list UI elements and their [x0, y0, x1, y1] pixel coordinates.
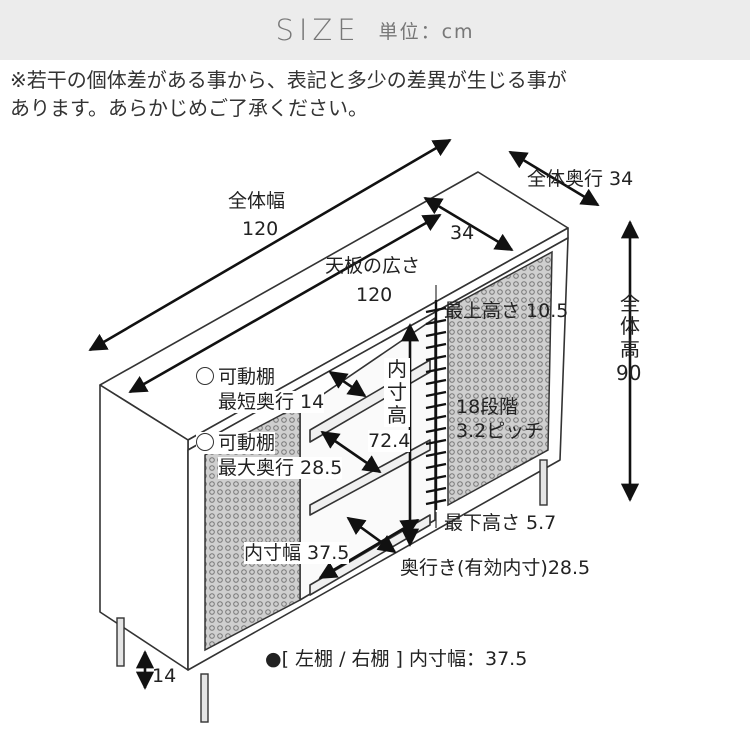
side-shelf-note: ●[ 左棚 / 右棚 ] 内寸幅：37.5 — [265, 648, 528, 670]
overall-height-label: 全 体 高 — [617, 292, 643, 361]
circle-marker-icon — [196, 433, 214, 451]
leg-height-value: 14 — [152, 665, 177, 687]
overall-height-char-1: 全 — [620, 291, 640, 315]
disclaimer-note: ※若干の個体差がある事から、表記と多少の差異が生じる事が あります。あらかじめご… — [10, 66, 740, 122]
inner-height-value: 72.4 — [368, 430, 411, 452]
max-shelf-title-text: 可動棚 — [218, 432, 276, 454]
top-width-label: 天板の広さ — [325, 255, 421, 277]
top-width-value: 120 — [356, 284, 393, 306]
pin-steps-line-2: 3.2ピッチ — [456, 420, 544, 442]
inner-height-char-2: 寸 — [387, 380, 407, 404]
disclaimer-line-1: ※若干の個体差がある事から、表記と多少の差異が生じる事が — [10, 68, 567, 92]
overall-depth-label: 全体奥行 34 — [527, 168, 634, 190]
right-mesh-door — [447, 250, 553, 507]
overall-width-label: 全体幅 — [228, 190, 286, 212]
min-shelf-title: 可動棚 — [196, 366, 276, 388]
top-height-label: 最上高さ 10.5 — [444, 300, 569, 322]
min-shelf-title-text: 可動棚 — [218, 366, 276, 388]
inner-height-char-1: 内 — [387, 357, 407, 381]
max-shelf-depth: 最大奥行 28.5 — [218, 457, 343, 479]
max-shelf-title: 可動棚 — [196, 432, 276, 454]
pin-steps-line-1: 18段階 — [456, 396, 519, 418]
inner-width-label: 内寸幅 37.5 — [244, 542, 350, 564]
cabinet-legs — [116, 459, 548, 723]
circle-marker-icon — [196, 367, 214, 385]
bottom-height-label: 最下高さ 5.7 — [444, 512, 557, 534]
top-depth-value: 34 — [450, 222, 475, 244]
inner-depth-arrow — [346, 516, 397, 554]
inner-height-char-3: 高 — [387, 403, 407, 427]
min-shelf-depth: 最短奥行 14 — [218, 391, 325, 413]
disclaimer-line-2: あります。あらかじめご了承ください。 — [10, 96, 368, 120]
size-title: SIZE — [275, 13, 361, 47]
overall-height-char-2: 体 — [620, 314, 640, 338]
top-width-arrow — [128, 213, 442, 394]
max-shelf-depth-arrow — [320, 430, 382, 474]
unit-label: 単位：cm — [378, 20, 475, 43]
overall-height-value: 90 — [616, 361, 642, 385]
overall-depth-arrow — [508, 150, 600, 207]
inner-height-label: 内 寸 高 — [384, 358, 410, 427]
overall-width-value: 120 — [242, 218, 279, 240]
top-depth-arrow — [423, 196, 514, 252]
size-header: SIZE 単位：cm — [0, 0, 750, 60]
inner-depth-label: 奥行き(有効内寸)28.5 — [400, 557, 591, 579]
min-shelf-depth-arrow — [328, 370, 367, 398]
overall-height-char-3: 高 — [620, 337, 640, 361]
